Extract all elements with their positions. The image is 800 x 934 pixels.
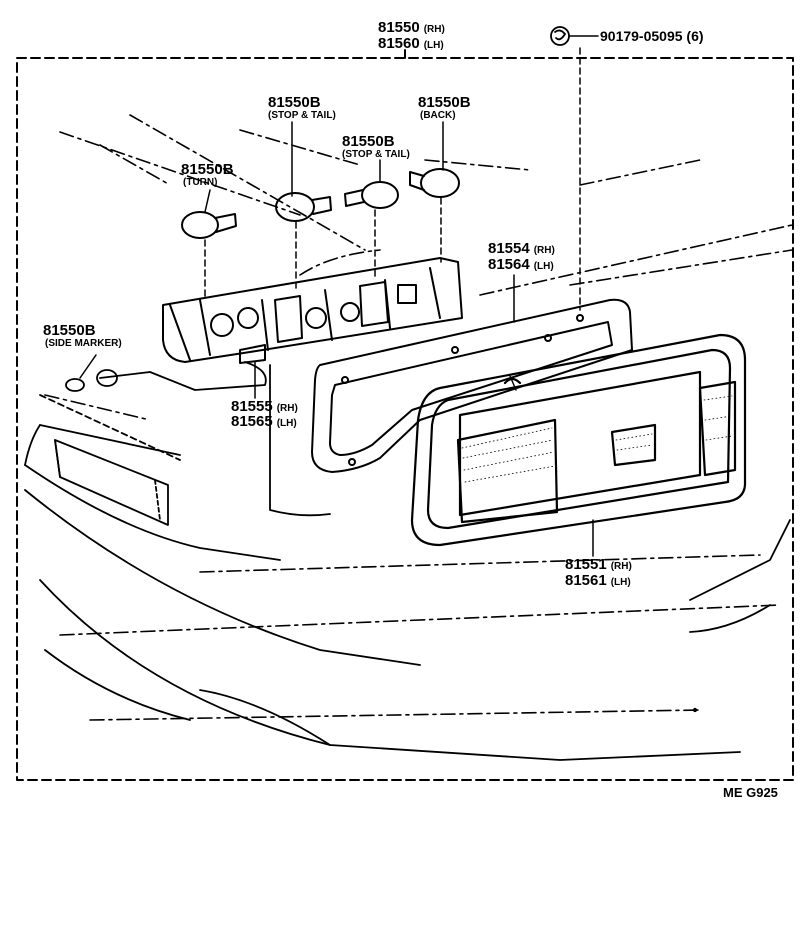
side-suffix: (LH) — [533, 261, 554, 272]
bulb-side-marker-number: 81550B — [43, 322, 96, 339]
part-number: 81561 — [565, 572, 607, 589]
bulb-back-caption: (BACK) — [420, 110, 456, 121]
bulb-stop-tail-1-caption: (STOP & TAIL) — [268, 110, 336, 121]
bulb-side-marker-caption: (SIDE MARKER) — [45, 338, 122, 349]
lamp-lens — [410, 333, 747, 547]
part-number: 81564 — [488, 256, 530, 273]
bulb-stop-tail-2-caption: (STOP & TAIL) — [342, 149, 410, 160]
bulb-stop-tail-2-number: 81550B — [342, 133, 395, 150]
side-marker-lamp — [39, 394, 181, 526]
car-body-contour — [24, 364, 791, 761]
lens-rh-label: 81551(RH) — [565, 557, 632, 573]
lens-lh-label: 81561(LH) — [565, 573, 631, 589]
side-suffix: (RH) — [610, 561, 632, 572]
screw-label: 90179-05095 (6) — [600, 28, 704, 44]
gasket-lh-label: 81564(LH) — [488, 257, 554, 273]
car-body-outline — [44, 114, 793, 721]
figure-code: ME G925 — [723, 785, 778, 800]
assy-rh-label: 81550(RH) — [378, 20, 445, 36]
socket-lh-label: 81565(LH) — [231, 414, 297, 430]
leader-lines — [79, 35, 599, 557]
bulb-turn-number: 81550B — [181, 161, 234, 178]
gasket-rh-label: 81554(RH) — [488, 241, 555, 257]
lamp-gasket — [311, 298, 633, 473]
side-suffix: (LH) — [610, 577, 631, 588]
assembly-boundary-frame — [16, 57, 794, 781]
side-suffix: (LH) — [276, 418, 297, 429]
part-number: 81550 — [378, 19, 420, 36]
side-suffix: (RH) — [533, 245, 555, 256]
part-number: 81551 — [565, 556, 607, 573]
side-marker-wire-harness — [65, 361, 267, 392]
bulb-alignment-lines — [204, 47, 581, 311]
bulb-stop-tail-1-number: 81550B — [268, 94, 321, 111]
bulb-back — [409, 168, 460, 198]
bulb-turn-caption: (TURN) — [183, 177, 218, 188]
screw-icon — [550, 26, 570, 46]
side-suffix: (RH) — [276, 403, 298, 414]
part-number: 81560 — [378, 35, 420, 52]
side-suffix: (RH) — [423, 24, 445, 35]
lens-texture-stipple — [461, 395, 733, 483]
bulb-turn — [181, 211, 237, 239]
bulb-socket-housing — [162, 257, 463, 364]
bulb-stop-tail-2 — [344, 181, 399, 209]
assy-lh-label: 81560(LH) — [378, 36, 444, 52]
side-suffix: (LH) — [423, 40, 444, 51]
part-number: 81565 — [231, 413, 273, 430]
bulb-stop-tail-1 — [275, 192, 332, 222]
bulb-back-number: 81550B — [418, 94, 471, 111]
socket-rh-label: 81555(RH) — [231, 399, 298, 415]
part-number: 81554 — [488, 240, 530, 257]
part-number: 81555 — [231, 398, 273, 415]
